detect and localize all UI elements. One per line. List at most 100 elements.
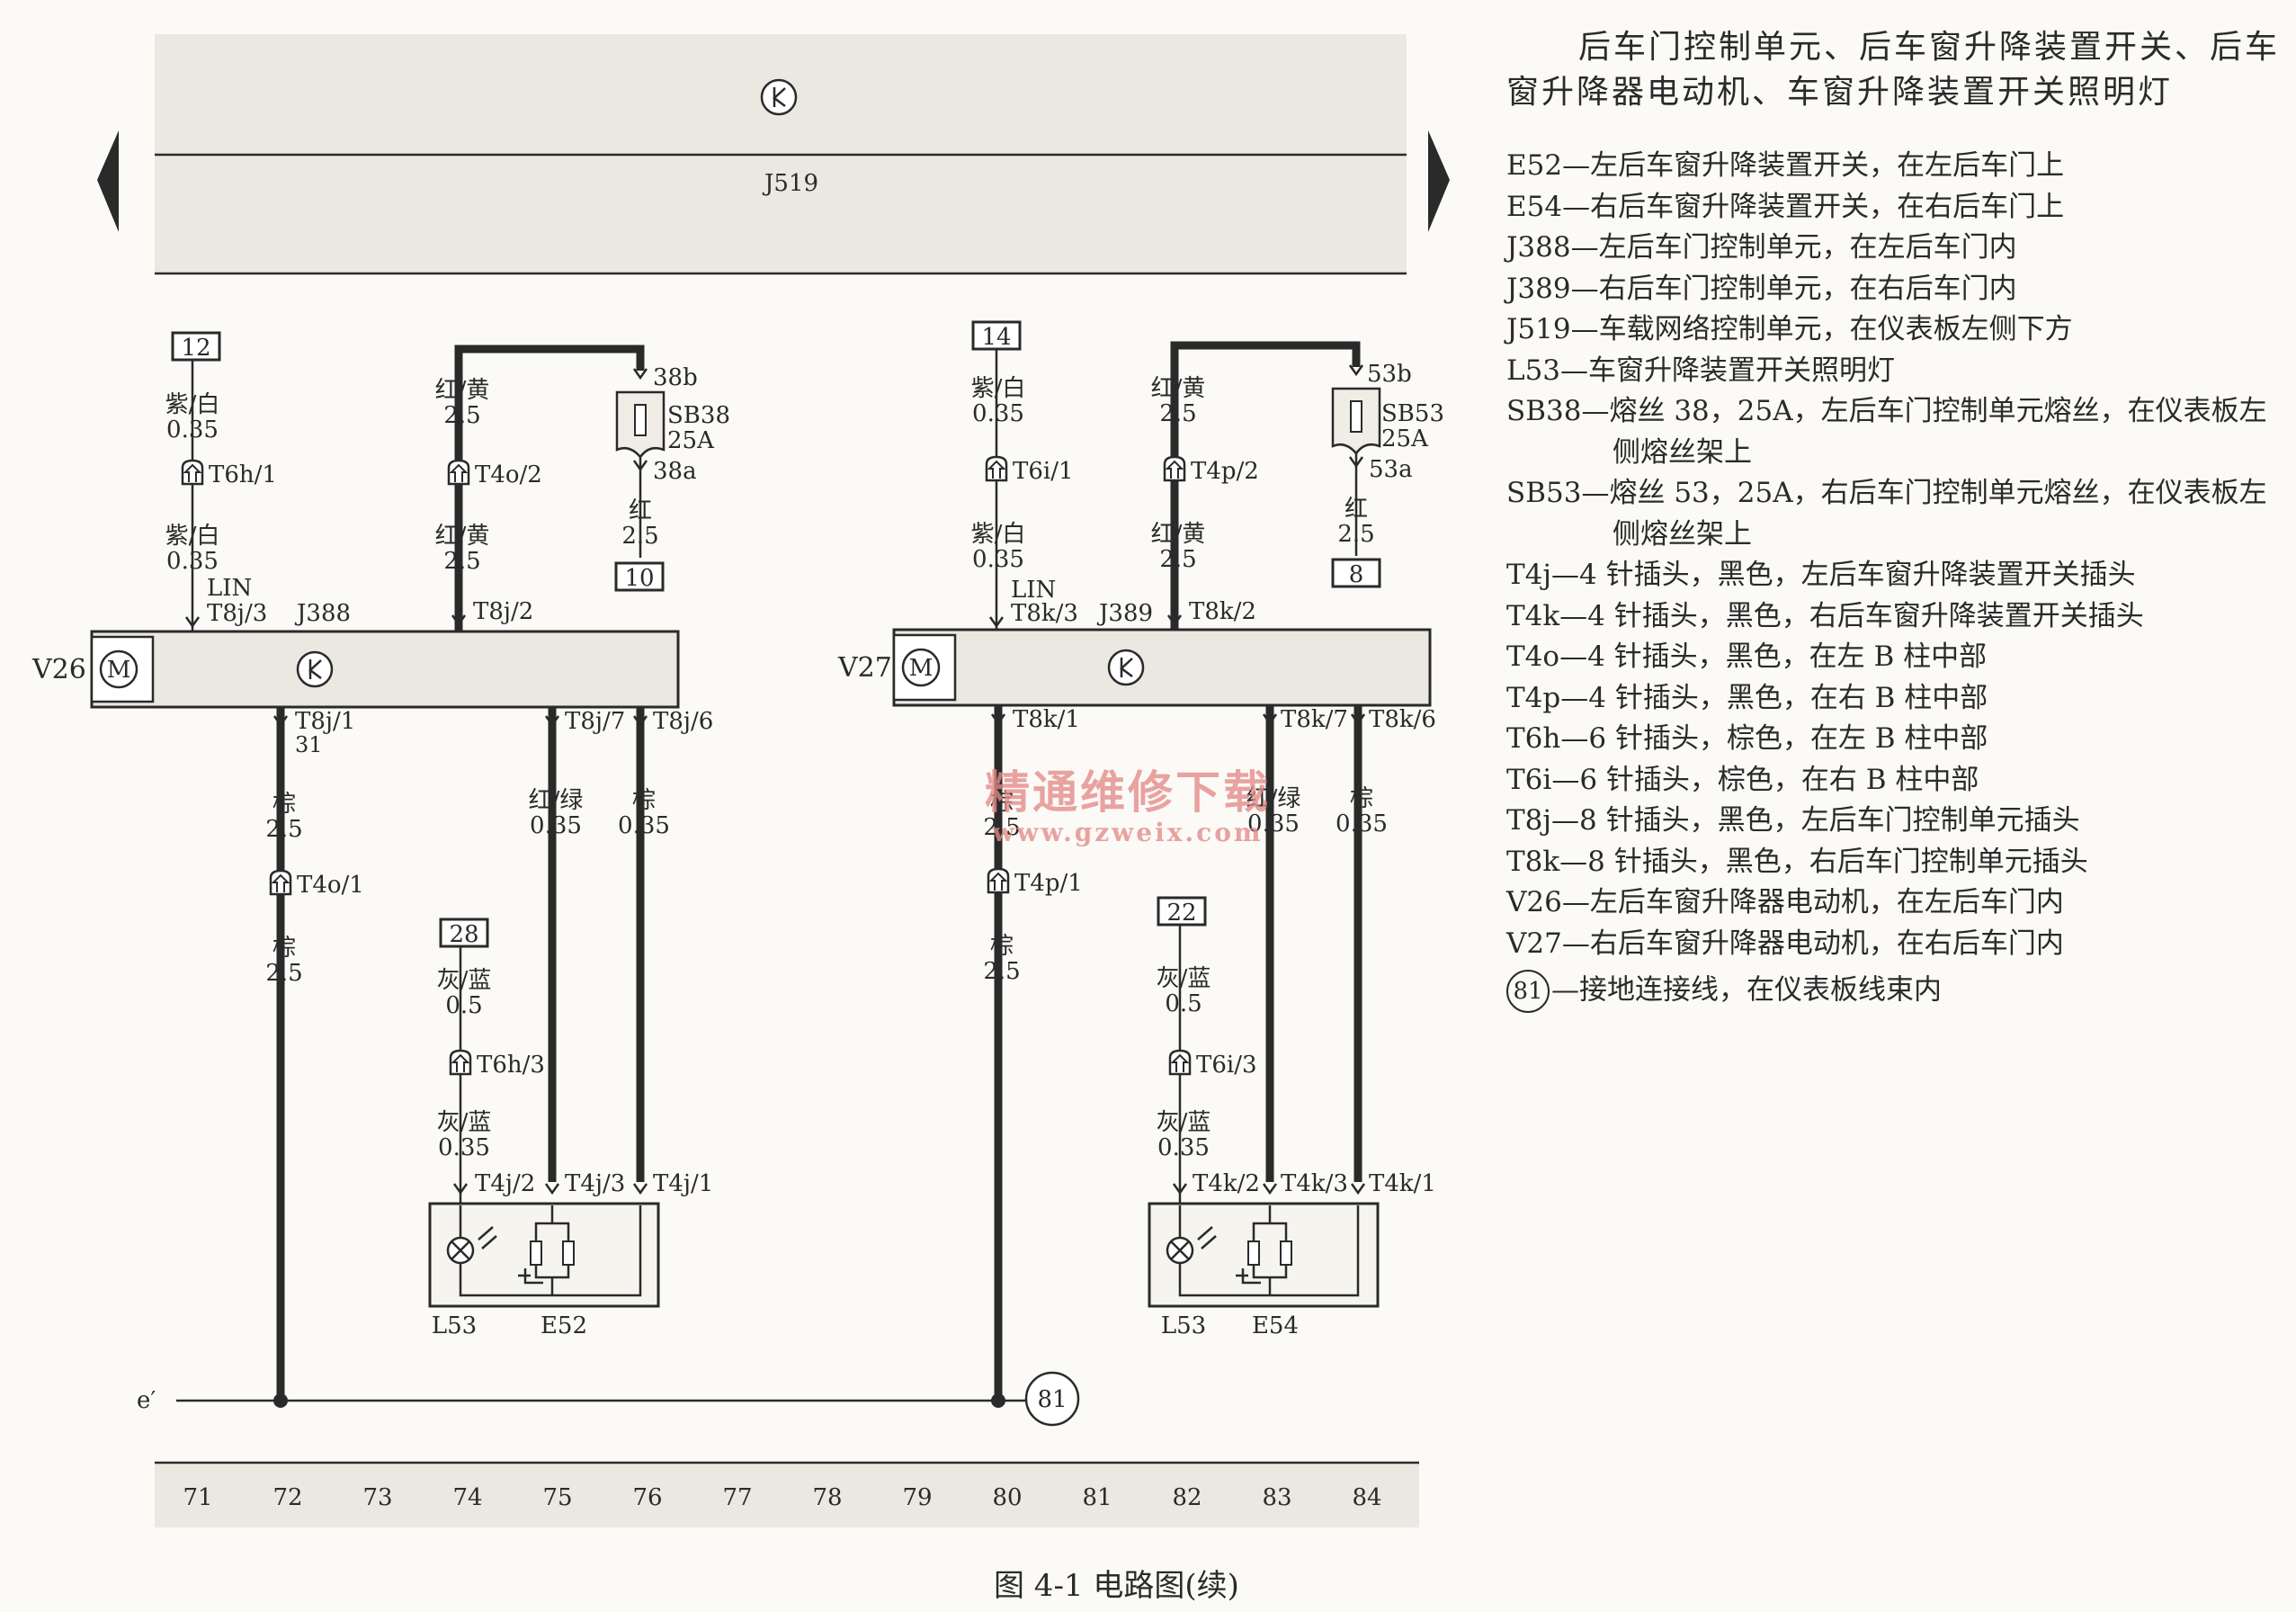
wire-color: 紫/白 — [165, 391, 220, 418]
j388-label: J388 — [294, 600, 351, 627]
fuse-name: SB53 — [1381, 400, 1444, 427]
ground-bus-label: e′ — [137, 1387, 156, 1414]
track-number: 81 — [1082, 1484, 1112, 1511]
pin-label: T8k/6 — [1369, 706, 1436, 733]
wire-color: 红/黄 — [435, 377, 490, 404]
wire-color: 棕 — [272, 935, 296, 962]
wire-color: 灰/蓝 — [437, 1109, 492, 1136]
connector-label: T6i/3 — [1196, 1052, 1257, 1079]
connector-icon — [1163, 455, 1186, 482]
connector-icon — [447, 459, 470, 486]
wire-size: 0.35 — [1157, 1134, 1210, 1161]
wire-color: 棕 — [990, 789, 1014, 816]
pin-label: T4j/2 — [475, 1170, 535, 1197]
legend-entry: E54—右后车窗升降装置开关，在右后车门上 — [1506, 190, 2065, 223]
wire-color: 灰/蓝 — [1157, 965, 1211, 992]
circuit-diagram: J519 12 紫/白 0.35 T6h/1 紫/白 0.35 LIN T8j/… — [31, 34, 1450, 1527]
ref-box-8 — [1331, 558, 1381, 588]
motor-icon: M — [107, 657, 131, 684]
pin-label: T8k/2 — [1189, 598, 1256, 625]
wire-size: 2.5 — [1159, 546, 1196, 573]
wire-size: 2.5 — [443, 402, 480, 429]
ref-8: 8 — [1349, 561, 1364, 588]
wire-size: 0.35 — [972, 546, 1024, 573]
ref-12: 12 — [181, 335, 210, 362]
legend-ground-entry: 81—接地连接线，在仪表板线束内 — [1506, 970, 2280, 1013]
pin-label: T8j/1 — [295, 708, 355, 735]
wire-size: 0.35 — [1247, 810, 1300, 837]
pin-label: T4k/3 — [1281, 1170, 1348, 1197]
legend-entry: T4p—4 针插头，黑色，在右 B 柱中部 — [1506, 681, 1988, 714]
legend-entry: E52—左后车窗升降装置开关，在左后车门上 — [1506, 149, 2065, 182]
ref-10: 10 — [624, 565, 654, 592]
pin-label: T4j/1 — [653, 1170, 713, 1197]
wire-color: 红/黄 — [1151, 375, 1206, 402]
wire-size: 0.35 — [618, 812, 670, 839]
wire-color: 红/绿 — [1246, 785, 1301, 812]
figure-caption: 图 4-1 电路图(续) — [994, 1568, 1239, 1604]
ground-bus: e′ 81 — [137, 1371, 1080, 1427]
wire-size: 0.35 — [1336, 810, 1388, 837]
pin-label: T8j/7 — [565, 708, 625, 735]
motor-icon: M — [909, 655, 934, 682]
wire-size: 2.5 — [265, 960, 302, 987]
wire-color: 红/黄 — [435, 523, 490, 550]
track-number: 80 — [992, 1484, 1022, 1511]
v26-label: V26 — [31, 654, 86, 685]
wire-size: 0.35 — [530, 812, 582, 839]
wire-size: 2.5 — [1337, 521, 1374, 548]
right-door-circuit: 14 紫/白 0.35 T6i/1 紫/白 0.35 LIN T8k/3 J38… — [837, 320, 1444, 1402]
wire-size: 2.5 — [983, 958, 1020, 985]
connector-label: T4p/1 — [1014, 870, 1083, 897]
j519-module: J519 — [155, 34, 1407, 275]
legend-entry: T4o—4 针插头，黑色，在左 B 柱中部 — [1506, 640, 1988, 673]
j389-module — [892, 628, 1432, 707]
track-number: 76 — [632, 1484, 662, 1511]
wire-color: 灰/蓝 — [1157, 1109, 1211, 1136]
legend-entry: T4k—4 针插头，黑色，右后车窗升降装置开关插头 — [1506, 599, 2144, 632]
track-number: 74 — [452, 1484, 482, 1511]
switch-icon — [1252, 1265, 1288, 1295]
wire-size: 0.35 — [438, 1134, 490, 1161]
v27-label: V27 — [837, 652, 892, 684]
wire-size: 0.5 — [445, 992, 482, 1019]
e54-label: E54 — [1252, 1312, 1299, 1339]
wire-size: 2.5 — [621, 523, 658, 550]
legend-entry: J389—右后车门控制单元，在右后车门内 — [1506, 272, 2017, 305]
ground-entry-text: —接地连接线，在仪表板线束内 — [1551, 973, 1942, 1007]
connector-icon — [181, 459, 204, 486]
pin-arrow-icon — [544, 1182, 560, 1195]
ground-node-81 — [1024, 1371, 1080, 1427]
legend-entry: T4j—4 针插头，黑色，左后车窗升降装置开关插头 — [1506, 559, 2136, 591]
connector-icon — [449, 1049, 472, 1076]
j519-label: J519 — [762, 170, 818, 197]
can-k-icon — [296, 650, 334, 688]
can-k-icon — [1107, 649, 1145, 686]
l53-label: L53 — [1161, 1312, 1206, 1339]
page-right-arrow-icon — [1428, 130, 1450, 232]
ground-circle-icon: 81 — [1506, 970, 1550, 1013]
pin-label: T8j/2 — [473, 598, 533, 625]
legend-entry: T6h—6 针插头，棕色，在左 B 柱中部 — [1506, 722, 1988, 755]
connector-label: T6h/1 — [209, 461, 277, 488]
ref-28: 28 — [449, 921, 478, 948]
lin-label: LIN — [1011, 577, 1056, 604]
legend-panel: 后车门控制单元、后车窗升降装置开关、后车窗升降器电动机、车窗升降装置开关照明灯 … — [1506, 25, 2280, 1013]
wire-color: 灰/蓝 — [437, 967, 492, 994]
fuse-rating: 25A — [1381, 425, 1429, 452]
pin-number: 31 — [295, 732, 323, 757]
wire-size: 0.35 — [166, 416, 219, 443]
wire-size: 2.5 — [443, 548, 480, 575]
wire-color: 紫/白 — [971, 521, 1026, 548]
pin-arrow-icon — [1350, 1182, 1366, 1195]
connector-icon — [987, 867, 1010, 894]
j389-label: J389 — [1096, 600, 1153, 627]
track-number: 82 — [1172, 1484, 1202, 1511]
wire-size: 0.35 — [972, 400, 1024, 427]
legend-title: 后车门控制单元、后车窗升降装置开关、后车窗升降器电动机、车窗升降装置开关照明灯 — [1506, 29, 2281, 111]
wire-color: 紫/白 — [971, 375, 1026, 402]
e52-label: E52 — [540, 1312, 587, 1339]
ref-box-14 — [971, 320, 1022, 351]
wire-color: 紫/白 — [165, 523, 220, 550]
